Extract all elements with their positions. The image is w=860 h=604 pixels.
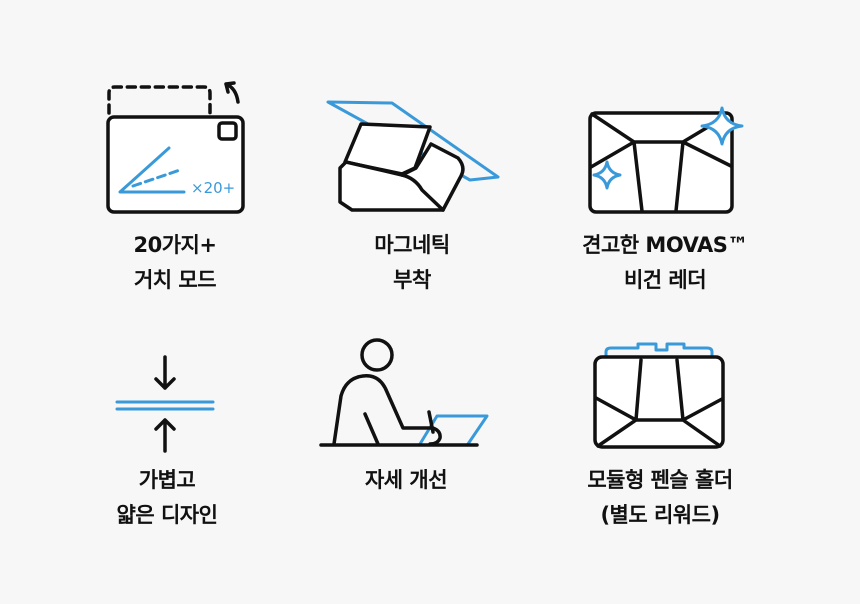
feature-subtitle: 거치 모드 <box>133 268 217 292</box>
feature-label-leather: 견고한 MOVAS™ 비건 레더 <box>545 228 785 298</box>
feature-title: 마그네틱 <box>374 233 450 257</box>
angle-count-text: ×20+ <box>191 179 235 197</box>
feature-subtitle: 얇은 디자인 <box>116 503 218 527</box>
feature-title: 견고한 MOVAS™ <box>582 233 748 257</box>
feature-label-pen-holder: 모듈형 펜슬 홀더 (별도 리워드) <box>540 463 780 533</box>
posture-icon <box>319 338 489 447</box>
thin-light-icon <box>115 355 215 453</box>
feature-label-mounting-modes: 20가지+ 거치 모드 <box>55 228 295 298</box>
magnetic-attach-icon <box>326 100 500 212</box>
feature-title: 자세 개선 <box>364 468 448 492</box>
tablet-angle-icon: ×20+ <box>106 81 245 214</box>
feature-title: 모듈형 펜슬 홀더 <box>587 468 733 492</box>
feature-subtitle: 부착 <box>393 268 431 292</box>
feature-subtitle: 비건 레더 <box>623 268 707 292</box>
feature-label-magnetic: 마그네틱 부착 <box>292 228 532 298</box>
pen-holder-icon <box>593 342 725 449</box>
feature-title: 가볍고 <box>138 468 196 492</box>
vegan-leather-icon <box>588 106 744 214</box>
feature-title: 20가지+ <box>133 233 217 257</box>
feature-subtitle: (별도 리워드) <box>600 503 720 527</box>
feature-label-thin: 가볍고 얇은 디자인 <box>47 463 287 533</box>
feature-label-posture: 자세 개선 <box>286 463 526 498</box>
